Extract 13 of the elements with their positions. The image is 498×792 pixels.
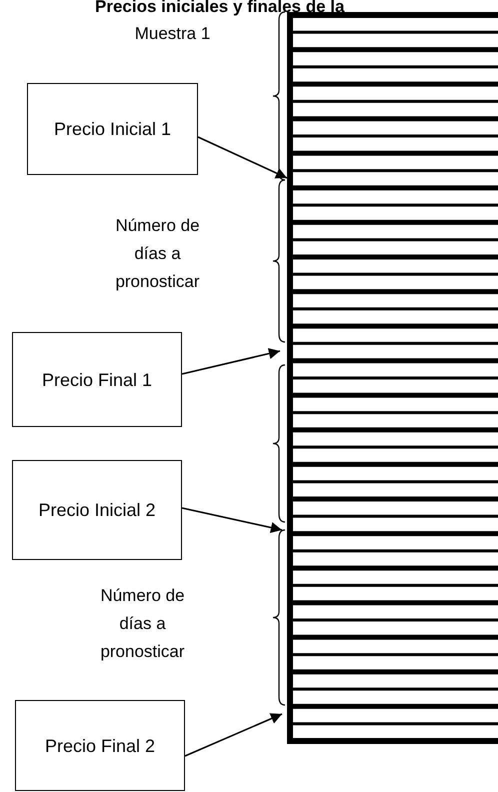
text-box: Precio Inicial 1: [27, 83, 198, 175]
arrow: [184, 713, 282, 757]
text-box: Precio Inicial 2: [12, 460, 182, 560]
bracket-label: Muestra 1: [134, 23, 212, 45]
arrow: [182, 507, 282, 534]
arrow: [198, 136, 288, 179]
bracket-label: Número de días a pronosticar: [99, 585, 186, 663]
arrow: [182, 348, 280, 375]
bracket-label: Número de días a pronosticar: [114, 215, 201, 293]
text-box: Precio Final 1: [12, 332, 182, 427]
striped-table: [287, 12, 498, 744]
text-box: Precio Final 2: [15, 700, 185, 791]
title: Precios iniciales y finales de la: [95, 0, 344, 17]
